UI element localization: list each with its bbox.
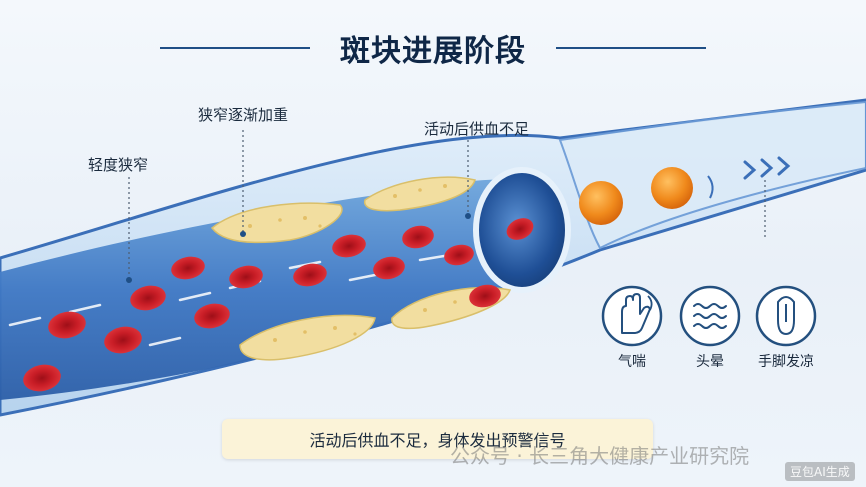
motion-mark — [707, 175, 714, 199]
flow-chevrons-icon — [743, 156, 791, 180]
red-blood-cell — [229, 265, 263, 289]
symptom-label-breathless: 气喘 — [618, 354, 646, 370]
warning-banner-text: 活动后供血不足，身体发出预警信号 — [309, 431, 566, 450]
stage-label-insufficient: 活动后供血不足 — [424, 120, 530, 138]
red-blood-cells — [23, 218, 534, 392]
plaque-upper-right — [364, 176, 476, 212]
red-blood-cell — [293, 263, 327, 287]
symptom-icon-dizziness — [679, 285, 741, 347]
vessel-far-section — [558, 100, 866, 250]
red-blood-cell — [332, 234, 366, 258]
leader-dot — [240, 231, 246, 237]
title-area: 斑块进展阶段 — [0, 22, 866, 72]
red-blood-cell — [444, 244, 474, 266]
red-blood-cell — [506, 218, 534, 240]
red-blood-cell — [104, 326, 142, 354]
orange-cell — [651, 167, 693, 209]
ai-generated-badge: 豆包AI生成 — [785, 462, 855, 481]
plaque-lower-left — [239, 314, 376, 361]
orange-cell — [579, 181, 623, 225]
symptom-label-cold-limbs: 手脚发凉 — [758, 354, 814, 370]
red-blood-cell — [48, 311, 86, 339]
red-blood-cell — [171, 256, 205, 280]
leader-lines — [128, 130, 766, 278]
symptom-icon-hand — [601, 285, 663, 347]
title-divider-right — [556, 47, 706, 49]
leader-dot — [465, 213, 471, 219]
red-blood-cell — [402, 225, 434, 249]
red-blood-cell — [469, 284, 501, 308]
page-title: 斑块进展阶段 — [340, 34, 526, 69]
stage-label-mild: 轻度狭窄 — [88, 156, 149, 174]
red-blood-cell — [23, 364, 61, 392]
symptom-icon-cold-limbs — [755, 285, 817, 347]
watermark-text: 公众号 · 长三角大健康产业研究院 — [450, 444, 750, 468]
symptom-label-dizziness: 头晕 — [696, 354, 724, 370]
title-divider-left — [160, 47, 310, 49]
red-blood-cell — [194, 303, 230, 329]
warning-banner: 活动后供血不足，身体发出预警信号 — [222, 419, 653, 459]
stage-label-worsening: 狭窄逐渐加重 — [198, 106, 289, 124]
leader-dot — [126, 277, 132, 283]
red-blood-cell — [373, 256, 405, 280]
red-blood-cell — [130, 285, 166, 311]
